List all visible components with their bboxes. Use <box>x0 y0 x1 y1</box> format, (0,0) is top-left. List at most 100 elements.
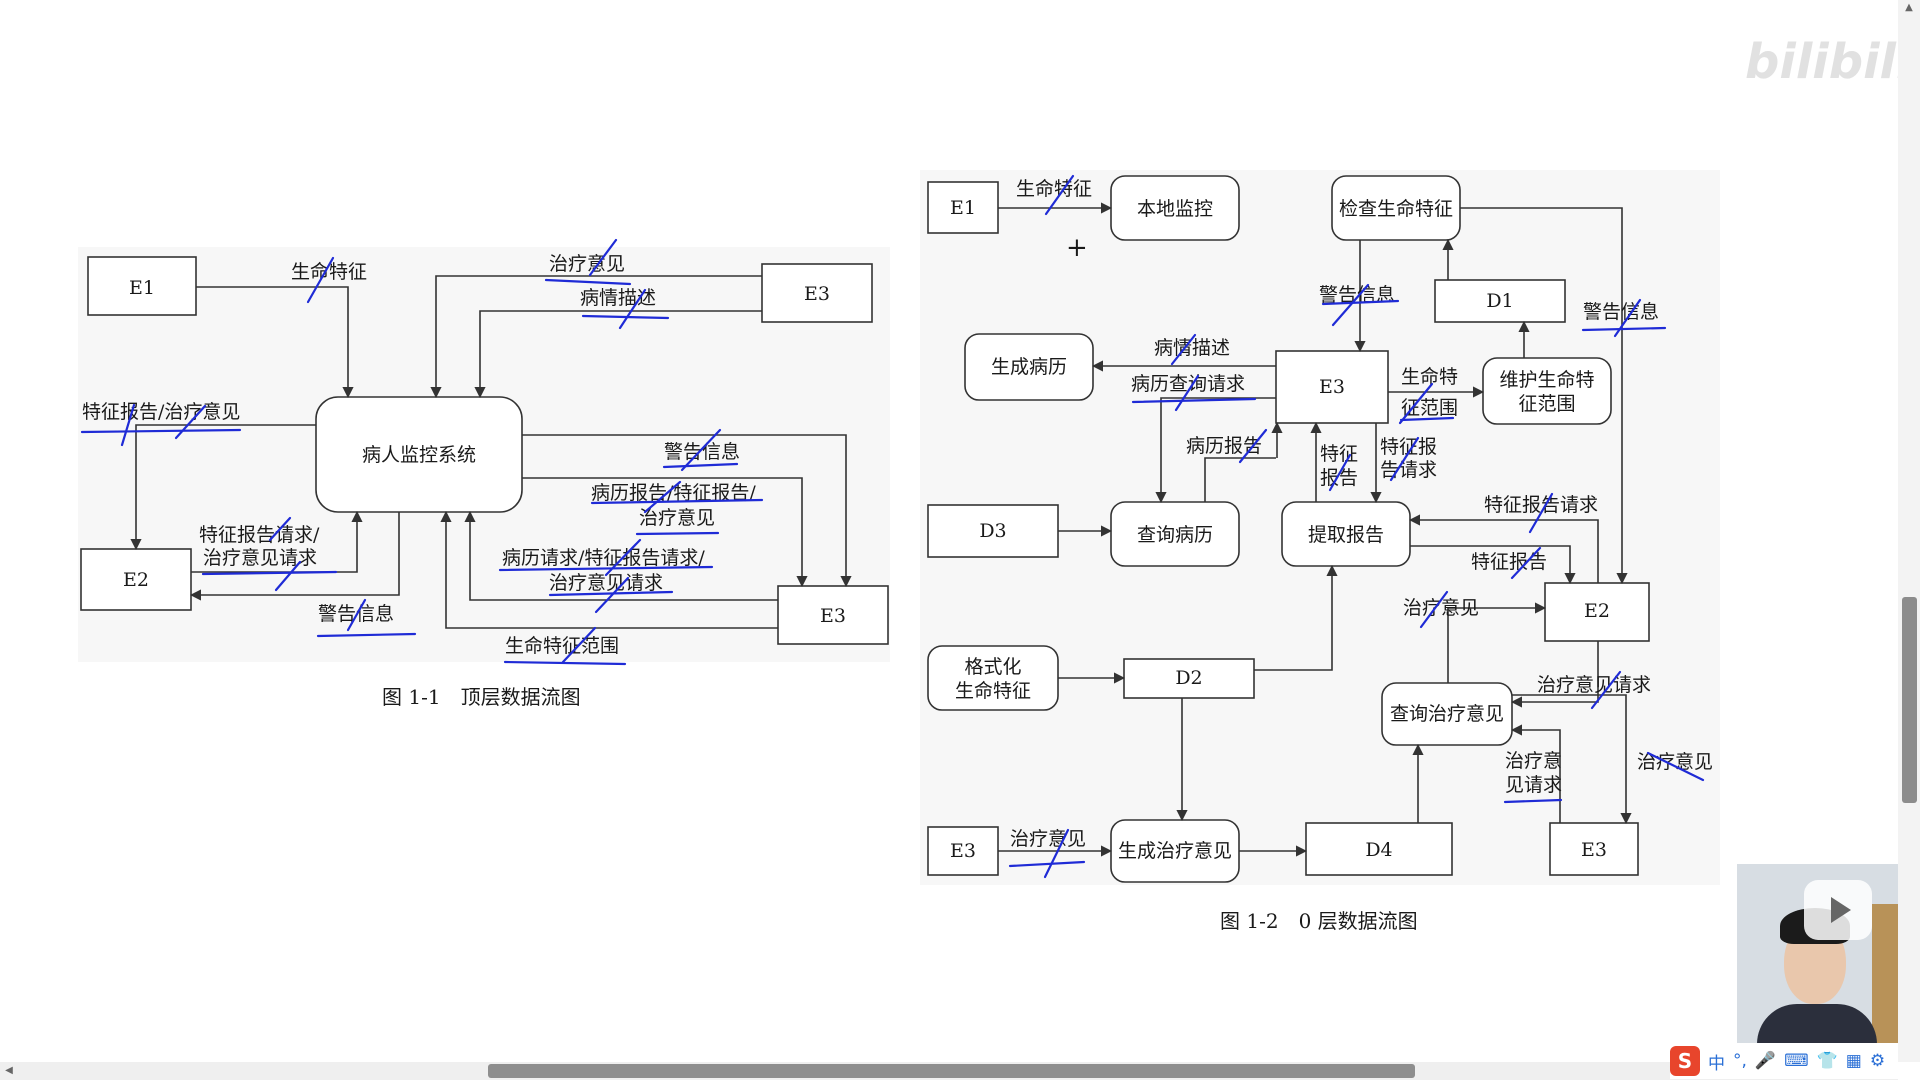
fig2-node-e3-mid-label: E3 <box>1319 376 1345 398</box>
fig2-label-opinion-bottom: 治疗意见 <box>1010 828 1086 850</box>
fig1-label-warning: 警告信息 <box>664 441 740 463</box>
fig1-flow-vital <box>196 286 354 399</box>
fig2-node-e1-label: E1 <box>950 197 976 219</box>
fig2-node-d3 <box>927 504 1059 558</box>
fig2-flow-d2-extract <box>1254 564 1338 671</box>
fig2-node-e3-right-label: E3 <box>1581 839 1607 861</box>
skin-icon[interactable]: 👕 <box>1816 1051 1838 1071</box>
fig1-caption: 图 1-1 顶层数据流图 <box>382 685 581 709</box>
fig1-flow-condition <box>474 310 762 399</box>
fig2-node-maintain-l1: 维护生命特 <box>1499 369 1594 391</box>
fig1-node-e3-top-label: E3 <box>804 283 830 305</box>
fig2-label-warning: 警告信息 <box>1319 284 1395 306</box>
fig1-annotations <box>80 238 764 666</box>
fig2-node-d2-label: D2 <box>1175 667 1202 689</box>
fig1-flow-treat-opinion <box>430 275 762 399</box>
fig1-flow-report-requests <box>191 510 363 573</box>
fig2-node-d1 <box>1434 279 1566 323</box>
fig2-label-opinion-req-l2: 见请求 <box>1505 774 1562 796</box>
fig2-node-d3-label: D3 <box>979 520 1006 542</box>
diagram-canvas: E1 E3 病人监控系统 E2 E3 生命特征 治疗意见 病情描述 特征报告/治… <box>80 174 1714 933</box>
fig2-node-d1-label: D1 <box>1486 290 1513 312</box>
fig2-label-feature-req-l1: 特征报 <box>1380 436 1437 458</box>
fig1-diagram <box>80 256 889 645</box>
fig2-node-e1 <box>927 181 999 234</box>
fig1-node-e3-bottom <box>777 585 889 645</box>
fig2-node-d2 <box>1123 658 1255 699</box>
fig1-flow-warning-e2 <box>189 512 400 601</box>
microphone-icon[interactable]: 🎤 <box>1754 1051 1777 1071</box>
vertical-scroll-thumb[interactable] <box>1902 597 1917 803</box>
fig1-label-treat-opinion-2: 治疗意见 <box>639 507 715 529</box>
scroll-up-arrow-icon[interactable]: ▲ <box>1905 2 1913 13</box>
fig2-label-opinion-request: 治疗意见请求 <box>1537 674 1651 696</box>
fig2-node-d4 <box>1305 822 1453 876</box>
fig2-node-e2 <box>1544 582 1650 642</box>
bilibili-watermark: bilibili <box>1745 34 1913 90</box>
ime-toolbar: S 中 °, 🎤 ⌨ 👕 ▦ ⚙ <box>1670 1043 1898 1079</box>
fig1-node-e3-bottom-label: E3 <box>820 605 846 627</box>
fig2-node-e3-left-label: E3 <box>950 840 976 862</box>
fig2-caption: 图 1-2 0 层数据流图 <box>1220 909 1418 933</box>
fig2-label-vital-range-l1: 生命特 <box>1401 366 1458 388</box>
fig2-label-feature-l2: 报告 <box>1320 467 1358 489</box>
fig1-node-system <box>315 396 523 513</box>
keyboard-icon[interactable]: ⌨ <box>1784 1051 1809 1071</box>
fig2-label-feature-report-request: 特征报告请求 <box>1484 494 1598 516</box>
fig2-flow-feature-report-request <box>1408 514 1599 583</box>
fig2-flow-feature-report-e2 <box>1410 545 1576 585</box>
fig1-label-report-opinion: 特征报告/治疗意见 <box>82 401 240 423</box>
fig2-label-feature-req-l2: 告请求 <box>1380 459 1437 481</box>
fig1-label-opinion-request-2: 治疗意见请求 <box>549 572 663 594</box>
fig2-node-e3-left <box>927 826 999 876</box>
horizontal-scroll-thumb[interactable] <box>488 1064 1415 1078</box>
settings-gear-icon[interactable]: ⚙ <box>1869 1051 1886 1071</box>
fig1-node-e3-top <box>761 263 873 323</box>
bookshelf <box>1872 904 1898 1044</box>
fig2-node-d4-label: D4 <box>1365 839 1392 861</box>
fig2-node-gen-record-label: 生成病历 <box>991 356 1067 378</box>
scroll-left-arrow-icon[interactable]: ◀ <box>5 1065 13 1076</box>
fig2-flow-opinion-e2 <box>1447 602 1547 683</box>
sogou-logo-icon[interactable]: S <box>1670 1046 1700 1076</box>
fig1-label-vital: 生命特征 <box>291 261 367 283</box>
fig2-label-condition: 病情描述 <box>1154 337 1230 359</box>
fig2-node-format-l1: 格式化 <box>964 656 1021 678</box>
fig2-label-vital: 生命特征 <box>1016 178 1092 200</box>
fig1-flow-records-request <box>464 510 778 601</box>
fig1-node-system-label: 病人监控系统 <box>362 444 476 466</box>
fig1-text: E1 E3 病人监控系统 E2 E3 生命特征 治疗意见 病情描述 特征报告/治… <box>82 253 846 709</box>
fig2-node-extract-label: 提取报告 <box>1308 524 1384 546</box>
fig2-node-local-label: 本地监控 <box>1137 198 1213 220</box>
fig1-label-report-requests: 特征报告请求/ <box>199 524 320 546</box>
fig2-node-gen-opinion-label: 生成治疗意见 <box>1118 840 1232 862</box>
fig1-label-vital-range: 生命特征范围 <box>505 635 619 657</box>
fig2-flow-opinion-e3 <box>1512 694 1632 825</box>
ime-language[interactable]: 中 <box>1708 1053 1725 1074</box>
fig2-node-e3-right <box>1549 822 1639 876</box>
fig2-diagram <box>927 175 1650 883</box>
vertical-scrollbar[interactable] <box>1898 0 1920 1062</box>
fig2-label-warning-right: 警告信息 <box>1583 301 1659 323</box>
fig1-node-e1-label: E1 <box>129 277 155 299</box>
plus-cursor-icon: + <box>1066 233 1088 263</box>
ime-punctuation[interactable]: °, <box>1733 1051 1747 1071</box>
fig2-flow-warning-e2 <box>1460 207 1628 585</box>
fig2-node-format-l2: 生命特征 <box>955 680 1031 702</box>
fig2-node-query-opinion <box>1381 682 1513 746</box>
fig2-node-check-label: 检查生命特征 <box>1339 198 1453 220</box>
fig2-node-maintain-l2: 征范围 <box>1518 393 1575 415</box>
play-icon[interactable] <box>1804 880 1872 940</box>
fig2-label-vital-range-l2: 征范围 <box>1401 397 1458 419</box>
fig2-label-record-report: 病历报告 <box>1186 435 1262 457</box>
fig2-flow-record-query <box>1155 397 1276 504</box>
fig2-node-query-record-label: 查询病历 <box>1137 524 1213 546</box>
fig2-flow-e3-opinion-request <box>1510 724 1561 823</box>
fig1-label-treat-opinion: 治疗意见 <box>549 253 625 275</box>
fig1-label-opinion-request: 治疗意见请求 <box>203 547 317 569</box>
fig1-flow-report-opinion <box>130 424 316 551</box>
fig2-annotations <box>1008 174 1705 879</box>
fig2-label-feature-report: 特征报告 <box>1471 551 1547 573</box>
fig1-flow-warning <box>522 434 852 588</box>
apps-grid-icon[interactable]: ▦ <box>1845 1051 1862 1071</box>
